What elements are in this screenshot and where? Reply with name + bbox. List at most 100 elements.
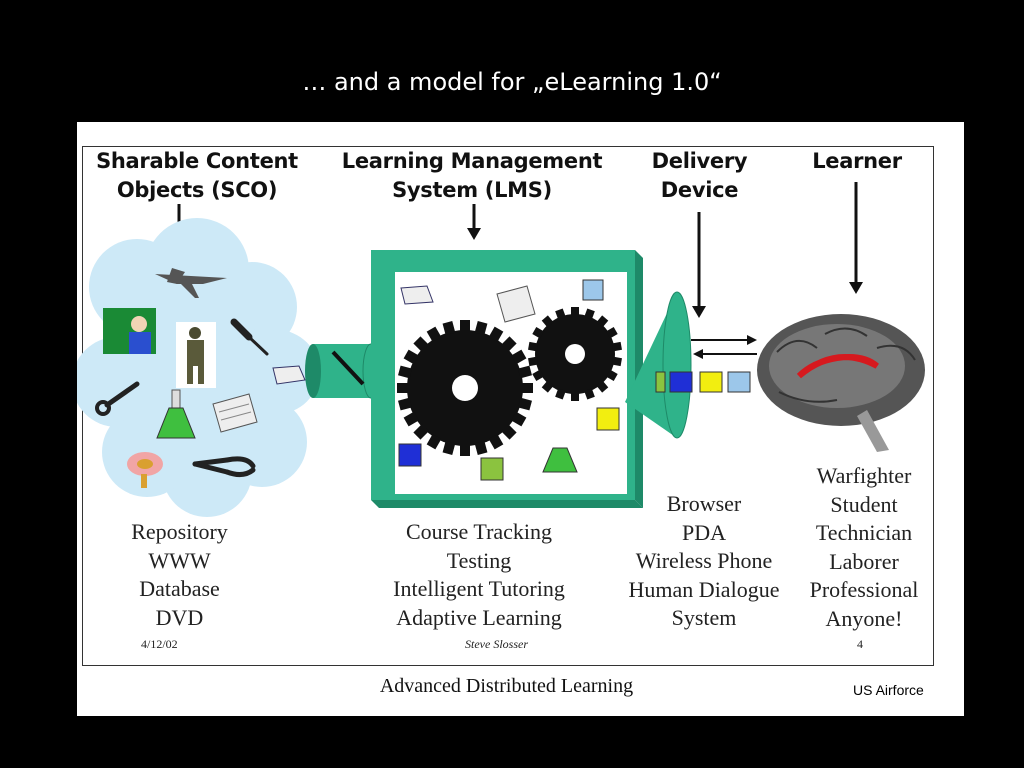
list-item: WWW	[148, 547, 211, 573]
gear-tooth	[413, 424, 429, 440]
delivery-heading-line2: Device	[660, 178, 739, 202]
jet-icon	[155, 268, 227, 298]
list-item: Student	[830, 491, 898, 517]
gear-tooth	[584, 388, 595, 400]
learner-list: Warfighter Student Technician Laborer Pr…	[799, 462, 929, 633]
gear-tooth	[596, 315, 609, 328]
list-item: Adaptive Learning	[396, 604, 562, 630]
list-item: Course Tracking	[405, 519, 553, 544]
gear-tooth	[611, 341, 622, 352]
gear-tooth	[474, 321, 488, 336]
gear-tooth	[605, 369, 618, 381]
gear-tooth	[460, 444, 470, 456]
sco-heading: Sharable Content Objects (SCO)	[87, 147, 307, 205]
gear-tooth	[521, 383, 533, 393]
gear-tooth	[398, 365, 413, 379]
diagram-panel: Sharable Content Objects (SCO) Learning …	[77, 122, 964, 716]
list-item: Repository	[131, 519, 228, 544]
lms-heading-line2: System (LMS)	[392, 178, 552, 202]
lms-list: Course Tracking Testing Intelligent Tuto…	[369, 518, 589, 632]
list-item: Testing	[446, 547, 512, 573]
list-item: Wireless Phone	[635, 548, 773, 573]
list-item: PDA	[681, 519, 726, 545]
gear-tooth	[596, 380, 609, 393]
teacher-icon	[103, 308, 156, 354]
pliers-icon	[192, 456, 256, 478]
delivery-list: Browser PDA Wireless Phone Human Dialogu…	[614, 490, 794, 633]
gear-tooth	[605, 327, 618, 339]
gear-tooth	[611, 356, 622, 367]
learner-heading-line1: Learner	[812, 149, 902, 173]
gear-tooth	[403, 349, 420, 365]
list-item: Database	[139, 576, 220, 601]
footer-date: 4/12/02	[141, 637, 178, 651]
gear-tooth	[541, 315, 554, 328]
exchange-arrows	[691, 335, 757, 359]
flask-icon-cloud	[156, 389, 196, 439]
gear-tooth	[442, 321, 456, 336]
gear-tooth	[426, 326, 442, 343]
delivery-heading-line1: Delivery	[651, 149, 748, 173]
lms-heading: Learning Management System (LMS)	[332, 147, 612, 205]
soldier-icon	[176, 322, 216, 388]
learner-heading: Learner	[802, 147, 912, 176]
down-arrows	[172, 182, 863, 318]
gear-tooth	[528, 341, 539, 352]
gear-tooth	[571, 392, 579, 401]
gear-tooth	[413, 336, 429, 352]
sco-heading-line2: Objects (SCO)	[116, 178, 278, 202]
gear-tooth	[397, 383, 409, 393]
gear-tooth	[510, 411, 527, 427]
gear-tooth	[571, 307, 579, 316]
organization-name: Advanced Distributed Learning	[379, 675, 634, 697]
gear-tooth	[501, 424, 517, 440]
list-item: Laborer	[829, 548, 899, 574]
lms-clipart	[398, 279, 620, 481]
list-item: Intelligent Tutoring	[393, 576, 565, 601]
sco-list: Repository WWW Database DVD	[97, 518, 262, 632]
lms-heading-line1: Learning Management	[341, 149, 603, 173]
image-credit: US Airforce	[853, 682, 924, 698]
gear-tooth	[555, 388, 566, 400]
delivery-heading: Delivery Device	[637, 147, 762, 205]
list-item: DVD	[155, 604, 204, 630]
large-gear	[397, 320, 533, 456]
footer-author: Steve Slosser	[465, 637, 528, 651]
list-item: Professional	[809, 577, 919, 602]
gear-tooth	[474, 440, 488, 455]
gear-tooth	[517, 365, 532, 379]
gear-tooth	[501, 336, 517, 352]
gear-tooth	[517, 397, 532, 411]
papers-icon-cloud	[212, 393, 258, 433]
list-item: System	[671, 605, 737, 630]
wrench-icon	[95, 381, 140, 416]
small-gear	[528, 307, 622, 401]
footer-page: 4	[857, 637, 863, 651]
gear-tooth	[528, 356, 539, 367]
list-item: Technician	[815, 520, 913, 545]
gear-tooth	[442, 440, 456, 455]
screwdriver-icon	[230, 318, 269, 356]
gear-tooth	[584, 308, 595, 320]
list-item: Human Dialogue	[628, 576, 780, 602]
gear-tooth	[510, 349, 527, 365]
gear-tooth	[426, 433, 442, 450]
gear-tooth	[541, 380, 554, 393]
delivery-funnel	[625, 291, 751, 439]
gear-tooth	[532, 369, 545, 381]
list-item: Browser	[666, 491, 742, 516]
diagram-artwork	[77, 182, 925, 517]
gear-tooth	[555, 308, 566, 320]
brain-icon-small	[127, 452, 163, 488]
slide-title: … and a model for „eLearning 1.0“	[302, 68, 722, 96]
gear-tooth	[460, 320, 470, 332]
gear-tooth	[488, 326, 504, 343]
brain-image	[757, 314, 925, 452]
gear-tooth	[488, 433, 504, 450]
list-item: Anyone!	[825, 605, 903, 631]
gear-tooth	[532, 327, 545, 339]
gear-tooth	[403, 411, 420, 427]
gear-tooth	[398, 397, 413, 411]
list-item: Warfighter	[816, 463, 912, 488]
sco-heading-line1: Sharable Content	[96, 149, 298, 173]
